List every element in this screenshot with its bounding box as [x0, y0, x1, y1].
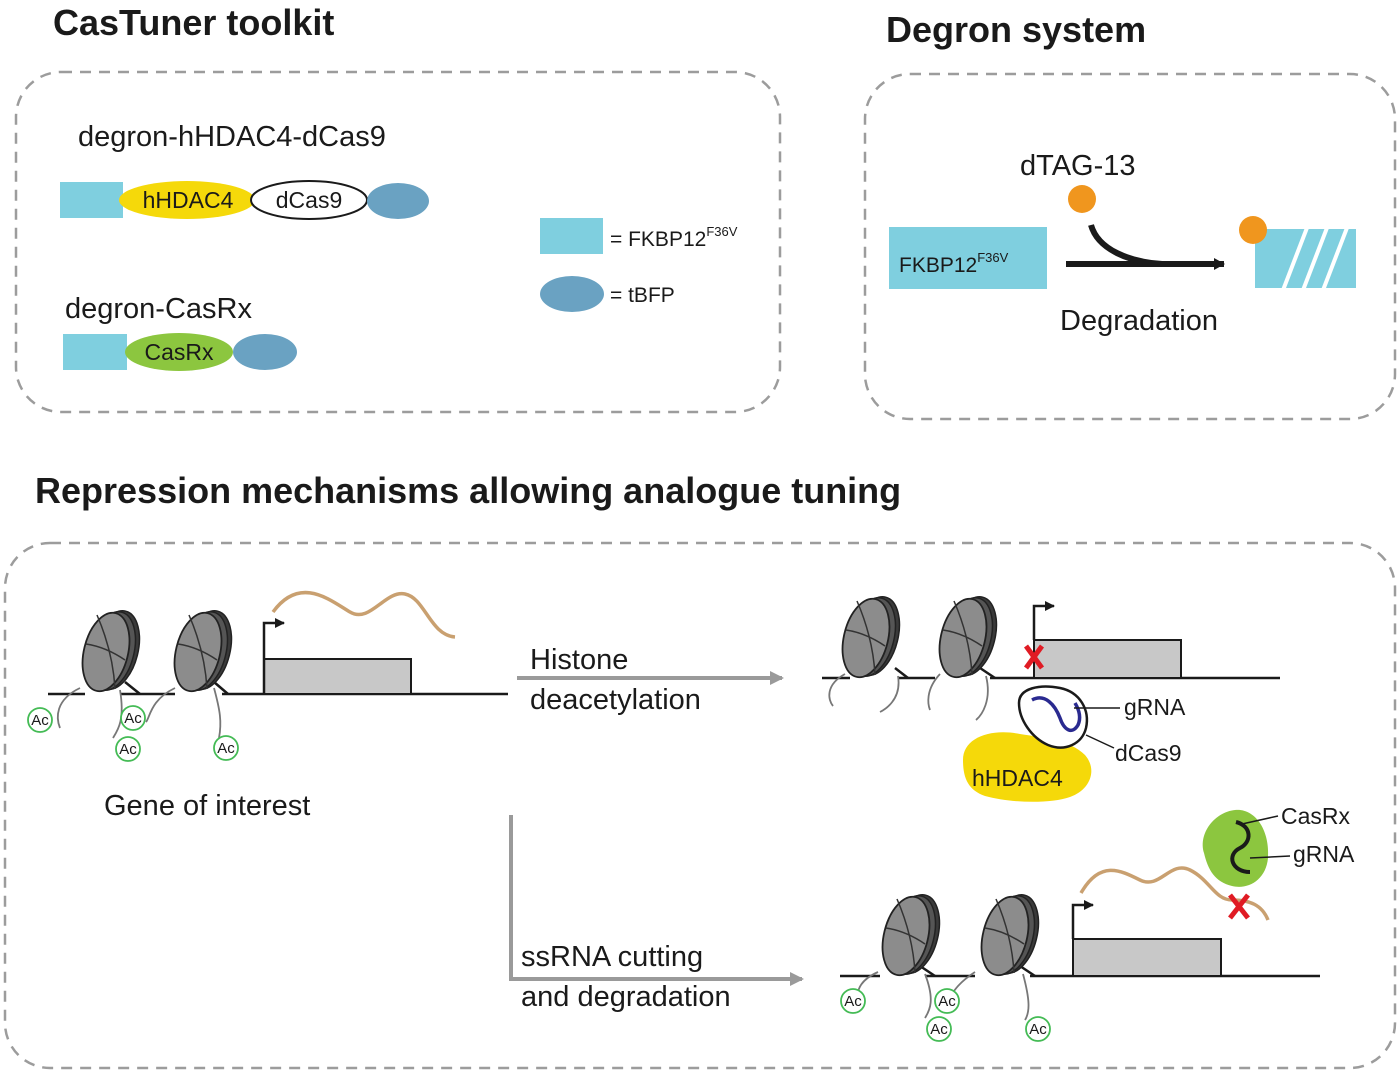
svg-text:Ac: Ac	[938, 993, 956, 1010]
grna-label: gRNA	[1124, 694, 1186, 720]
svg-text:Ac: Ac	[124, 710, 142, 727]
hhdac4-blob	[963, 732, 1092, 802]
legend-tbfp-swatch	[540, 276, 604, 312]
legend-tbfp-label: = tBFP	[610, 284, 675, 307]
legend-fkbp-swatch	[540, 218, 603, 254]
ligand-binding-curve	[1088, 223, 1163, 267]
svg-text:Ac: Ac	[930, 1021, 948, 1038]
mrna-transcript	[271, 590, 456, 639]
gene-active	[48, 590, 508, 739]
casrx-blob	[1202, 809, 1269, 887]
dcas9-label: dCas9	[1115, 740, 1181, 766]
fkbp-box-label: FKBP12F36V	[899, 250, 1009, 277]
fkbp-box	[889, 227, 1047, 289]
gene-repressed-hdac	[822, 590, 1280, 721]
casrx-domain-label: CasRx	[144, 339, 214, 365]
deacetylation-label-line1: Histone	[530, 644, 628, 676]
legend-fkbp-label: = FKBP12F36V	[610, 224, 738, 251]
degron-panel	[863, 72, 1397, 421]
dcas9-domain	[250, 180, 368, 220]
svg-text:Ac: Ac	[844, 993, 862, 1010]
acetyl-mark: Ac	[1025, 1016, 1051, 1042]
hhdac4-domain-label: hHDAC4	[143, 187, 234, 213]
acetyl-mark: Ac	[840, 988, 866, 1014]
svg-text:Ac: Ac	[119, 741, 137, 758]
acetyl-mark: Ac	[213, 735, 239, 761]
acetyl-mark: Ac	[926, 1016, 952, 1042]
toolkit-title: CasTuner toolkit	[53, 2, 334, 43]
tbfp-domain	[367, 183, 429, 219]
construct1-label: degron-hHDAC4-dCas9	[78, 121, 386, 153]
casrx-label: CasRx	[1281, 803, 1351, 829]
grna-label: gRNA	[1293, 841, 1355, 867]
degron-title: Degron system	[886, 9, 1146, 50]
fkbp-domain	[60, 182, 123, 218]
acetyl-mark: Ac	[120, 705, 146, 731]
dcas9-domain-label: dCas9	[276, 187, 342, 213]
dtag-molecule-bound	[1239, 216, 1267, 244]
gene-label: Gene of interest	[104, 790, 310, 822]
dtag-label: dTAG-13	[1020, 150, 1136, 182]
grna-strand	[1230, 820, 1251, 874]
block-icon	[1023, 644, 1045, 670]
tbfp-domain	[233, 334, 297, 370]
svg-text:Ac: Ac	[217, 740, 235, 757]
repression-panel	[3, 541, 1397, 1070]
grna-strand	[1031, 696, 1082, 733]
ssrna-label-line2: and degradation	[521, 981, 731, 1013]
acetyl-mark: Ac	[27, 707, 53, 733]
hhdac4-label: hHDAC4	[972, 765, 1063, 791]
svg-text:Ac: Ac	[1029, 1021, 1047, 1038]
svg-text:Ac: Ac	[31, 712, 49, 729]
acetyl-mark: Ac	[115, 736, 141, 762]
repression-title: Repression mechanisms allowing analogue …	[35, 470, 901, 511]
block-icon	[1228, 893, 1250, 920]
deacetylation-label-line2: deacetylation	[530, 684, 701, 716]
ssrna-label-line1: ssRNA cutting	[521, 941, 703, 973]
degraded-fkbp	[1255, 229, 1356, 288]
dcas9-blob	[1017, 685, 1089, 749]
acetyl-mark: Ac	[934, 988, 960, 1014]
dtag-molecule	[1068, 185, 1096, 213]
fkbp-domain	[63, 334, 127, 370]
casrx-domain	[125, 333, 233, 371]
degradation-label: Degradation	[1060, 305, 1218, 337]
hhdac4-domain	[119, 181, 255, 219]
construct2-label: degron-CasRx	[65, 293, 252, 325]
gene-ssrna-cut	[840, 866, 1320, 1021]
ssrna-arrow	[509, 815, 804, 986]
